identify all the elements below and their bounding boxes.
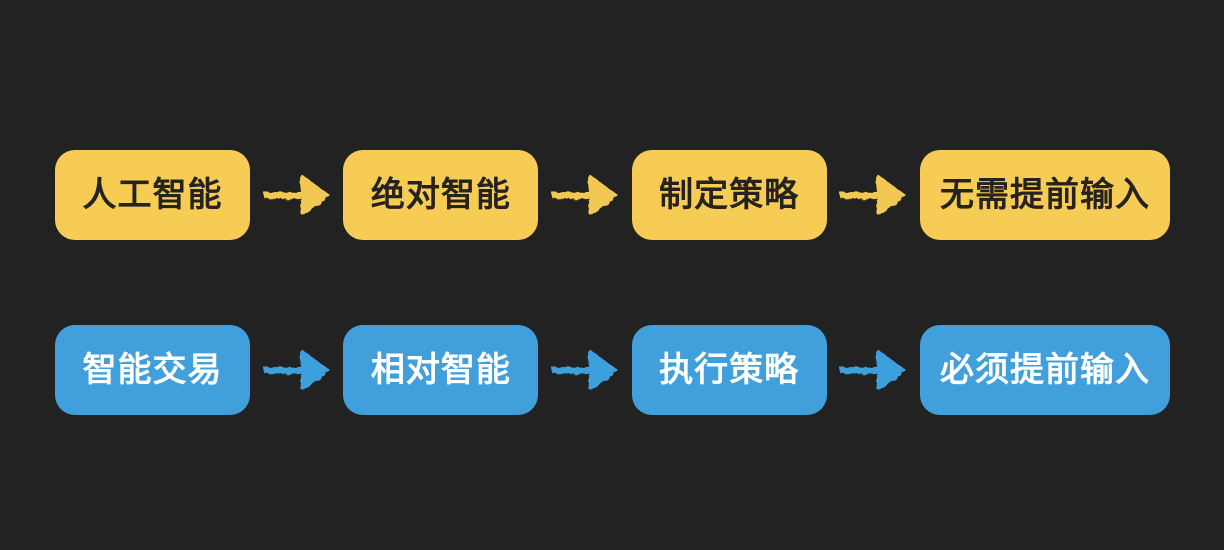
flow-arrow	[250, 325, 343, 415]
flow-node-label: 相对智能	[370, 351, 511, 389]
flow-row-bottom: 智能交易 相对智能 执行策略 必须提前输入	[55, 325, 1170, 415]
flow-node-label: 必须提前输入	[939, 351, 1150, 389]
arrow-right-icon	[549, 343, 621, 397]
arrow-right-icon	[261, 168, 333, 222]
flow-node-label: 绝对智能	[370, 176, 511, 214]
flow-node-relative-intelligence: 相对智能	[343, 325, 539, 415]
arrow-right-icon	[837, 168, 909, 222]
arrow-right-icon	[261, 343, 333, 397]
arrow-right-icon	[837, 343, 909, 397]
flow-node-label: 无需提前输入	[939, 176, 1150, 214]
flow-arrow	[538, 325, 631, 415]
flow-node-label: 智能交易	[82, 351, 223, 389]
flow-node-label: 制定策略	[659, 176, 800, 214]
flow-node-label: 人工智能	[82, 176, 223, 214]
flow-arrow	[827, 150, 920, 240]
flow-node-make-strategy: 制定策略	[631, 150, 827, 240]
flow-node-execute-strategy: 执行策略	[631, 325, 827, 415]
flow-node-label: 执行策略	[659, 351, 800, 389]
flow-node-must-advance-input: 必须提前输入	[919, 325, 1170, 415]
arrow-right-icon	[549, 168, 621, 222]
flow-arrow	[538, 150, 631, 240]
flow-node-ai: 人工智能	[55, 150, 250, 240]
flow-arrow	[827, 325, 920, 415]
flow-node-no-advance-input: 无需提前输入	[919, 150, 1170, 240]
flow-node-smart-trading: 智能交易	[55, 325, 250, 415]
flow-arrow	[250, 150, 343, 240]
flow-row-top: 人工智能 绝对智能 制定策略 无需提前输入	[55, 150, 1170, 240]
flow-node-absolute-intelligence: 绝对智能	[343, 150, 539, 240]
